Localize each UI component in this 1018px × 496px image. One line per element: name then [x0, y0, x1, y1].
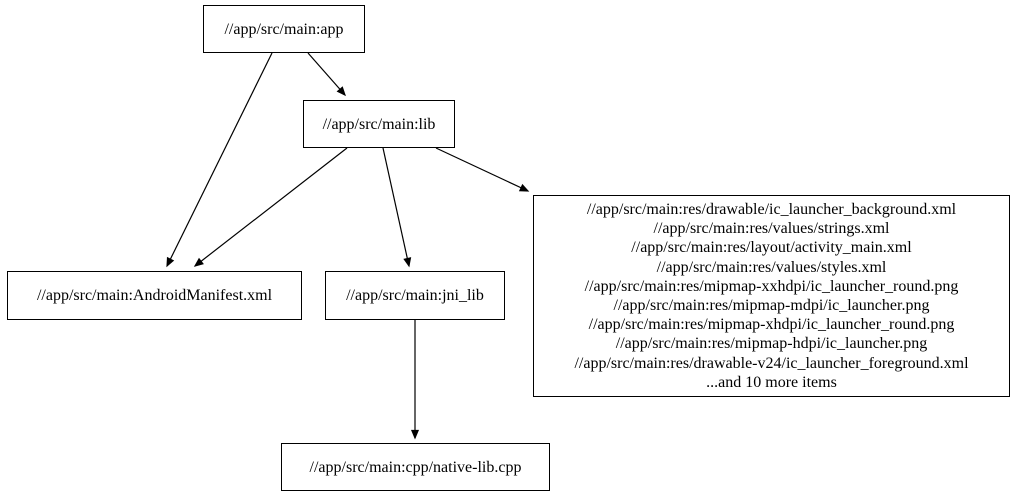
- node-android-manifest: //app/src/main:AndroidManifest.xml: [7, 271, 302, 320]
- node-app-label: //app/src/main:app: [224, 20, 344, 38]
- edge-app-to-lib: [307, 52, 346, 97]
- node-jni-lib: //app/src/main:jni_lib: [325, 271, 505, 320]
- node-lib-label: //app/src/main:lib: [322, 115, 436, 133]
- edge-lib-to-jni-lib: [382, 147, 412, 268]
- node-lib: //app/src/main:lib: [303, 100, 455, 148]
- node-jni-lib-label: //app/src/main:jni_lib: [346, 287, 484, 304]
- resource-item: //app/src/main:res/mipmap-hdpi/ic_launch…: [615, 335, 928, 353]
- edge-app-to-manifest: [166, 52, 273, 268]
- edge-lib-to-manifest: [193, 147, 348, 267]
- node-android-manifest-label: //app/src/main:AndroidManifest.xml: [36, 287, 273, 304]
- resource-item: //app/src/main:res/drawable-v24/ic_launc…: [574, 354, 969, 372]
- resource-item: //app/src/main:res/mipmap-xhdpi/ic_launc…: [588, 316, 955, 334]
- resource-item: //app/src/main:res/mipmap-xxhdpi/ic_laun…: [584, 277, 959, 295]
- node-app: //app/src/main:app: [203, 5, 365, 53]
- edge-lib-to-resources: [435, 147, 530, 192]
- resource-item: //app/src/main:res/mipmap-mdpi/ic_launch…: [613, 297, 930, 314]
- node-native-lib-cpp: //app/src/main:cpp/native-lib.cpp: [281, 443, 550, 491]
- node-resources-group: //app/src/main:res/drawable/ic_launcher_…: [533, 195, 1010, 397]
- resource-more-items: ...and 10 more items: [706, 373, 837, 391]
- resource-item: //app/src/main:res/values/strings.xml: [653, 220, 890, 238]
- resource-item: //app/src/main:res/values/styles.xml: [656, 258, 887, 276]
- node-native-lib-cpp-label: //app/src/main:cpp/native-lib.cpp: [309, 458, 522, 476]
- resource-item: //app/src/main:res/drawable/ic_launcher_…: [586, 200, 957, 218]
- resource-item: //app/src/main:res/layout/activity_main.…: [631, 239, 912, 257]
